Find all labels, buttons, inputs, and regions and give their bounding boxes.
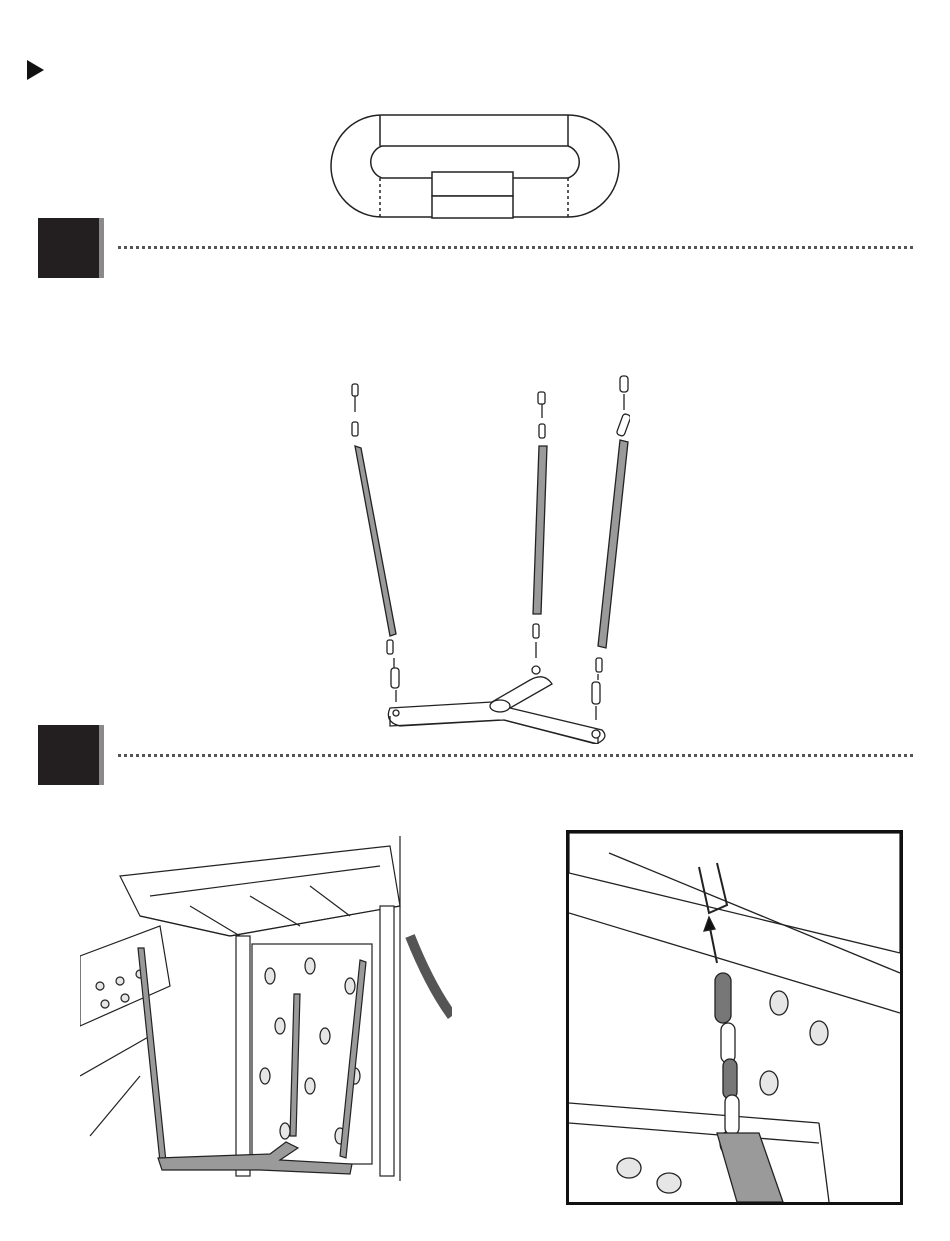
step-1-box <box>38 218 104 278</box>
oval-track-diagram <box>330 112 620 222</box>
step-2-divider <box>118 754 913 757</box>
play-triangle-icon <box>27 60 45 80</box>
swing-hung-under-deck <box>80 836 452 1181</box>
chain-hook-closeup <box>566 830 903 1205</box>
step-1-divider <box>118 246 913 249</box>
step-2-box <box>38 725 104 785</box>
three-rope-saucer-swing <box>330 372 630 744</box>
